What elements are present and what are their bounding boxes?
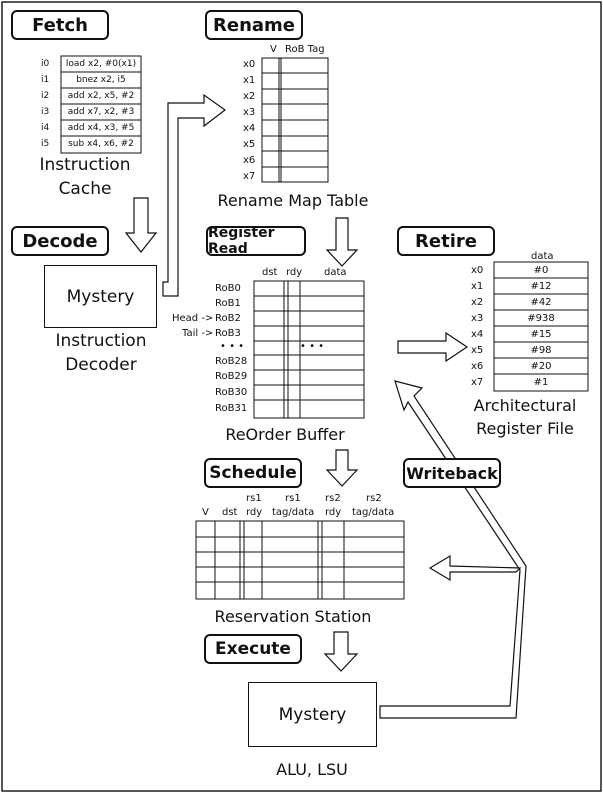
rs-col-rs1-tag-2: tag/data bbox=[272, 507, 315, 518]
rob-tail-label: Tail -> bbox=[182, 328, 214, 339]
rs-col-dst: dst bbox=[222, 507, 238, 518]
arf-reg-1: x1 bbox=[471, 281, 484, 292]
rename-row-5: x5 bbox=[243, 139, 256, 150]
fetch-header: Fetch bbox=[11, 10, 109, 40]
decode-header: Decode bbox=[11, 226, 109, 256]
rob-col-dst: dst bbox=[262, 267, 278, 278]
rename-row-1: x1 bbox=[243, 75, 256, 86]
exec-caption: ALU, LSU bbox=[276, 760, 348, 779]
arrow-writeback-to-rs bbox=[428, 554, 522, 582]
rs-col-rs2-rdy-1: rs2 bbox=[325, 493, 341, 504]
rob-head-label: Head -> bbox=[172, 313, 214, 324]
icache-row-id-5: i5 bbox=[41, 139, 50, 149]
rob-caption: ReOrder Buffer bbox=[225, 425, 345, 444]
rob-row-bottom-3: RoB31 bbox=[215, 403, 248, 414]
schedule-header: Schedule bbox=[204, 458, 302, 488]
exec-box: Mystery bbox=[248, 682, 377, 747]
rename-map-table bbox=[261, 57, 329, 183]
arf-val-2: #42 bbox=[530, 297, 552, 308]
rs-caption: Reservation Station bbox=[214, 607, 372, 626]
icache-caption-line2: Cache bbox=[58, 179, 112, 199]
rob-row-top-0: RoB0 bbox=[215, 283, 241, 294]
icache-table bbox=[60, 55, 142, 154]
arf-reg-7: x7 bbox=[471, 377, 484, 388]
execute-header: Execute bbox=[204, 634, 302, 664]
rob-col-data: data bbox=[324, 267, 347, 278]
rename-col-v: V bbox=[270, 44, 277, 55]
icache-row-id-0: i0 bbox=[41, 59, 50, 69]
decoder-box: Mystery bbox=[44, 265, 157, 328]
arf-val-3: #938 bbox=[527, 313, 555, 324]
arf-caption-line1: Architectural bbox=[473, 396, 577, 415]
rob-row-top-2: RoB2 bbox=[215, 313, 241, 324]
icache-row-instr-3: add x7, x2, #3 bbox=[67, 107, 135, 117]
register-read-header: Register Read bbox=[206, 225, 306, 257]
arrow-rs-to-exec bbox=[323, 631, 359, 672]
arrow-writeback-channel bbox=[379, 380, 527, 719]
rob-row-top-3: RoB3 bbox=[215, 328, 241, 339]
arf-val-7: #1 bbox=[533, 377, 549, 388]
arrow-rob-to-arf bbox=[397, 331, 469, 363]
rename-header: Rename bbox=[205, 10, 303, 40]
rob-table bbox=[253, 280, 365, 419]
decoder-caption-line1: Instruction bbox=[55, 331, 147, 351]
rob-row-bottom-1: RoB29 bbox=[215, 371, 248, 382]
arf-reg-3: x3 bbox=[471, 313, 484, 324]
arrow-fetch-to-decode bbox=[124, 197, 158, 253]
rob-row-bottom-2: RoB30 bbox=[215, 387, 248, 398]
arf-val-0: #0 bbox=[533, 265, 549, 276]
rename-row-2: x2 bbox=[243, 91, 256, 102]
icache-row-id-2: i2 bbox=[41, 91, 50, 101]
arf-val-4: #15 bbox=[530, 329, 552, 340]
rs-col-rs2-tag-1: rs2 bbox=[366, 493, 382, 504]
icache-row-id-1: i1 bbox=[41, 75, 50, 85]
icache-caption-line1: Instruction bbox=[39, 155, 131, 175]
icache-row-id-4: i4 bbox=[41, 123, 50, 133]
icache-row-instr-5: sub x4, x6, #2 bbox=[68, 139, 134, 149]
icache-row-instr-0: load x2, #0(x1) bbox=[65, 59, 137, 69]
rs-col-v: V bbox=[202, 507, 209, 518]
icache-row-instr-4: add x4, x3, #5 bbox=[67, 123, 135, 133]
rename-row-0: x0 bbox=[243, 59, 256, 70]
rename-row-7: x7 bbox=[243, 171, 256, 182]
rob-col-rdy: rdy bbox=[286, 267, 303, 278]
rob-ellipsis-center: • • • bbox=[300, 341, 325, 352]
rename-row-4: x4 bbox=[243, 123, 256, 134]
rs-col-rs1-tag-1: rs1 bbox=[285, 493, 301, 504]
rs-table bbox=[195, 520, 405, 600]
arf-val-6: #20 bbox=[530, 361, 552, 372]
arf-caption-line2: Register File bbox=[476, 419, 574, 438]
arf-reg-2: x2 bbox=[471, 297, 484, 308]
writeback-header: Writeback bbox=[403, 458, 501, 488]
arf-reg-5: x5 bbox=[471, 345, 484, 356]
retire-header: Retire bbox=[397, 226, 495, 256]
arf-table bbox=[493, 261, 589, 392]
rename-col-tag: RoB Tag bbox=[285, 44, 325, 55]
icache-row-id-3: i3 bbox=[41, 107, 50, 117]
rename-row-6: x6 bbox=[243, 155, 256, 166]
rs-col-rs2-rdy-2: rdy bbox=[325, 507, 342, 518]
arf-col-data: data bbox=[531, 251, 554, 262]
rs-col-rs2-tag-2: tag/data bbox=[352, 507, 395, 518]
arf-reg-4: x4 bbox=[471, 329, 484, 340]
arf-val-1: #12 bbox=[530, 281, 552, 292]
rename-row-3: x3 bbox=[243, 107, 256, 118]
decoder-caption-line2: Decoder bbox=[65, 355, 137, 375]
arrow-decode-to-rename bbox=[162, 93, 227, 297]
rob-row-bottom-0: RoB28 bbox=[215, 356, 248, 367]
icache-row-instr-1: bnez x2, i5 bbox=[76, 75, 126, 85]
rs-col-rs1-rdy-1: rs1 bbox=[246, 493, 262, 504]
arf-reg-0: x0 bbox=[471, 265, 484, 276]
arf-val-5: #98 bbox=[530, 345, 552, 356]
rename-caption: Rename Map Table bbox=[217, 191, 369, 210]
arf-reg-6: x6 bbox=[471, 361, 484, 372]
arrow-rob-to-rs bbox=[325, 449, 359, 487]
rob-row-top-1: RoB1 bbox=[215, 298, 241, 309]
icache-row-instr-2: add x2, x5, #2 bbox=[67, 91, 135, 101]
rs-col-rs1-rdy-2: rdy bbox=[246, 507, 263, 518]
arrow-rename-to-rob bbox=[325, 217, 359, 267]
rob-ellipsis-left: • • • bbox=[220, 341, 245, 352]
